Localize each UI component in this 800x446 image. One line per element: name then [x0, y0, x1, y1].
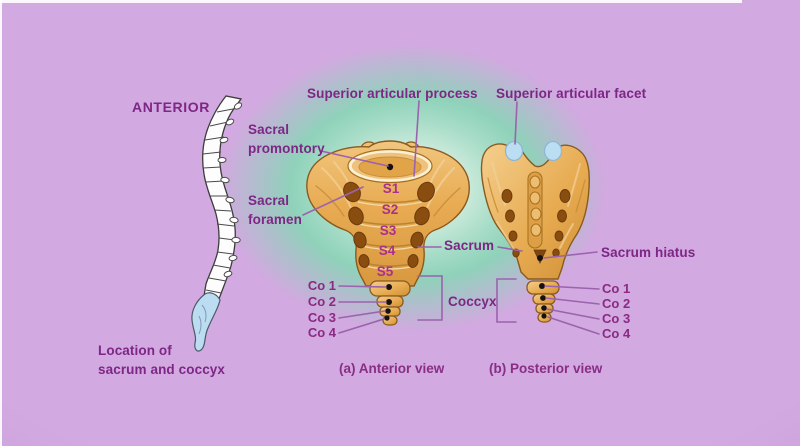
superior-articular-facet-left: [504, 140, 524, 162]
anterior-marker-dots: [384, 163, 394, 321]
label-superior-articular-facet: Superior articular facet: [496, 86, 647, 101]
anterior-sacrum-illustration: [306, 140, 470, 326]
spine-illustration: [191, 95, 243, 352]
label-sacrum: Sacrum: [444, 238, 495, 253]
superior-articular-facet-right: [543, 140, 563, 162]
segment-label-s1: S1: [382, 181, 400, 196]
coccyx-label-posterior-co1: Co 1: [602, 281, 631, 296]
segment-label-s2: S2: [381, 202, 399, 217]
coccyx-bracket-anterior: [417, 275, 443, 321]
coccyx-label-anterior-co2: Co 2: [307, 294, 336, 309]
segment-label-s5: S5: [376, 264, 394, 279]
coccyx-label-anterior-co3: Co 3: [307, 310, 336, 325]
segment-label-s3: S3: [379, 223, 397, 238]
anterior-orientation-marker: ANTERIOR: [132, 99, 210, 115]
leader-lines: [302, 100, 600, 335]
coccyx-bracket-posterior: [496, 278, 517, 323]
median-sacral-crest: [527, 171, 543, 249]
spine-sacrum-highlight: [191, 292, 221, 352]
label-sacral-promontory: Sacral promontory: [248, 122, 325, 156]
caption-anterior-view: (a) Anterior view: [339, 361, 445, 376]
label-coccyx: Coccyx: [448, 294, 497, 309]
coccyx-label-posterior-co2: Co 2: [602, 296, 631, 311]
coccyx-label-anterior-co4: Co 4: [307, 325, 336, 340]
coccyx-label-posterior-co4: Co 4: [602, 326, 631, 341]
sacral-foramina-posterior: [501, 189, 571, 258]
label-sacral-foramen: Sacral foramen: [248, 193, 302, 227]
top-edge-border: [0, 0, 742, 3]
coccyx-label-anterior-co1: Co 1: [307, 278, 336, 293]
location-caption: Location of sacrum and coccyx: [98, 343, 226, 377]
coccyx-label-posterior-co3: Co 3: [602, 311, 631, 326]
segment-label-s4: S4: [378, 243, 396, 258]
left-edge-border: [0, 0, 2, 446]
caption-posterior-view: (b) Posterior view: [489, 361, 603, 376]
coccyx-anterior: [369, 280, 411, 326]
label-superior-articular-process: Superior articular process: [307, 86, 478, 101]
posterior-sacrum-illustration: [480, 140, 590, 323]
posterior-marker-dots: [537, 255, 547, 319]
label-sacrum-hiatus: Sacrum hiatus: [601, 245, 696, 260]
